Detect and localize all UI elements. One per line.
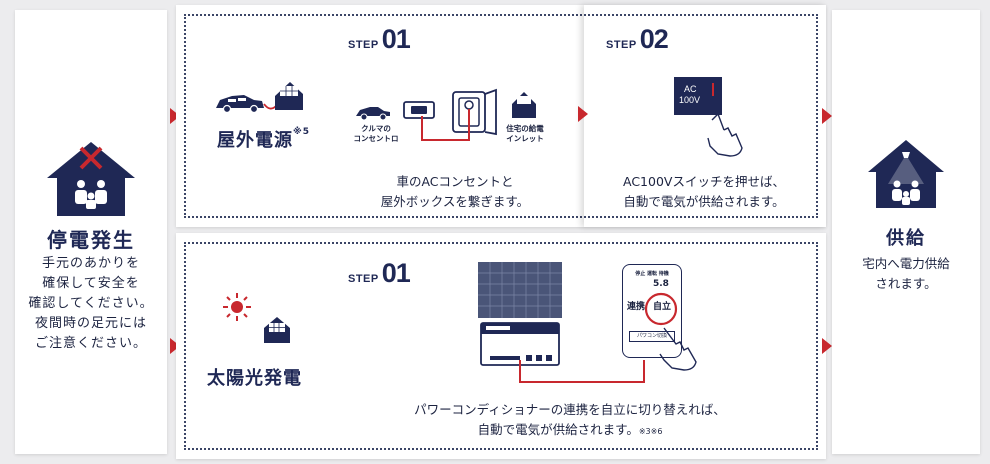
supply-line: されます。 [875, 276, 937, 291]
sun-icon [223, 293, 251, 321]
footnote-mark: ※5 [293, 127, 311, 137]
outdoor-power-title-text: 屋外電源 [217, 130, 293, 151]
description-line: AC100Vスイッチを押せば、 [623, 174, 785, 189]
outage-instructions: 手元のあかりを 確保して安全を 確認してください。 夜間時の足元には ご注意くだ… [15, 254, 167, 354]
house-lit-icon [868, 140, 944, 208]
switch-text: 100V [679, 95, 701, 105]
ac100v-switch: AC 100V [674, 77, 722, 115]
controller-button[interactable]: パワコン切換 [629, 331, 675, 342]
step2-description: AC100Vスイッチを押せば、 自動で電気が供給されます。 [594, 172, 814, 212]
step1-upper-description: 車のACコンセントと 屋外ボックスを繋ぎます。 [340, 172, 570, 212]
step-word: STEP [348, 273, 379, 285]
connection-diagram [356, 88, 536, 141]
home-inlet-label-line: インレット [506, 134, 544, 143]
outage-line: ご注意ください。 [34, 336, 147, 351]
outage-line: 夜間時の足元には [34, 316, 147, 331]
outdoor-power-title: 屋外電源※5 [217, 126, 310, 152]
outage-line: 確認してください。 [28, 296, 154, 311]
house-solar-icon [264, 317, 290, 343]
supply-title: 供給 [886, 228, 926, 249]
step-word: STEP [348, 39, 379, 51]
house-outage-icon [47, 142, 135, 216]
description-line-2: 自動で電気が供給されます。※3※6 [370, 420, 770, 442]
right-panel: 供給 宅内へ電力供給 されます。 [832, 10, 980, 454]
car-outlet-label: クルマの コンセントロ [352, 124, 400, 144]
hand-pointer-icon [659, 327, 697, 371]
switch-text: AC [684, 84, 697, 94]
step-number: 01 [381, 24, 411, 54]
power-conditioner-image [480, 322, 560, 366]
controller-value: 5.8 [653, 279, 669, 289]
mode-grid-connect: 連携 [627, 302, 646, 312]
description-line: 車のACコンセントと [396, 174, 514, 189]
flow-arrow [170, 338, 180, 354]
left-panel: 停電発生 手元のあかりを 確保して安全を 確認してください。 夜間時の足元には … [15, 10, 167, 454]
switch-indicator [712, 83, 714, 96]
controller-panel: 停止 運転 待機 5.8 連携 自立 パワコン切換 [622, 264, 682, 358]
supply-description: 宅内へ電力供給 されます。 [832, 254, 980, 294]
supply-line: 宅内へ電力供給 [862, 256, 950, 271]
solar-panel-image [478, 262, 562, 318]
flow-arrow [170, 108, 180, 124]
home-inlet-label-line: 住宅の給電 [506, 124, 544, 133]
step02-panel [584, 5, 826, 227]
highlight-circle [644, 292, 678, 326]
car-outlet-label-line: クルマの [361, 124, 391, 133]
hand-pointer-icon [707, 113, 743, 157]
outage-title: 停電発生 [47, 228, 135, 252]
step-number: 02 [639, 24, 669, 54]
description-line: パワーコンディショナーの連携を自立に切り替えれば、 [414, 402, 726, 417]
car-outlet-label-line: コンセントロ [353, 134, 399, 143]
step-number: 01 [381, 258, 411, 288]
controller-header: 停止 運転 待機 [635, 271, 669, 277]
footnote-mark: ※3※6 [638, 427, 663, 436]
solar-power-title: 太陽光発電 [207, 368, 302, 389]
step-word: STEP [606, 39, 637, 51]
car-solar-icon [216, 82, 303, 114]
outage-line: 確保して安全を [42, 276, 140, 291]
wire-connection [519, 360, 645, 383]
mode-independent[interactable]: 自立 [653, 302, 672, 312]
flow-arrow [578, 106, 588, 122]
description-line: 屋外ボックスを繋ぎます。 [380, 194, 530, 209]
solar-description: パワーコンディショナーの連携を自立に切り替えれば、 自動で電気が供給されます。※… [370, 400, 770, 442]
outage-line: 手元のあかりを [41, 256, 140, 271]
description-line: 自動で電気が供給されます。 [477, 422, 639, 437]
flow-arrow [822, 108, 832, 124]
description-line: 自動で電気が供給されます。 [623, 194, 785, 209]
flow-arrow [822, 338, 832, 354]
home-inlet-label: 住宅の給電 インレット [500, 124, 550, 144]
